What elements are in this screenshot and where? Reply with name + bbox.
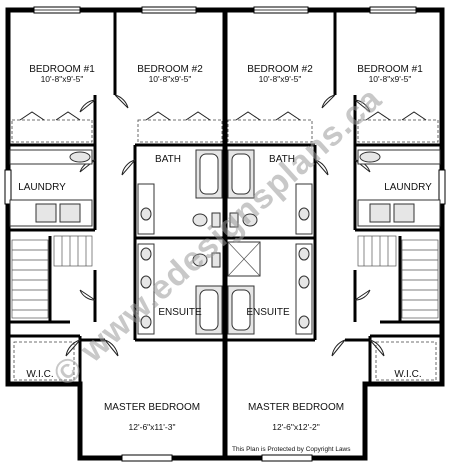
copyright-notice: This Plan is Protected by Copyright Laws xyxy=(232,446,351,453)
ensuite-left-name: ENSUITE xyxy=(158,307,202,318)
bath-left-name: BATH xyxy=(155,154,181,165)
ensuite-fixtures xyxy=(137,241,313,335)
stairs-left xyxy=(11,235,93,319)
bath-fixtures xyxy=(137,149,313,235)
master-left-name: MASTER BEDROOM xyxy=(104,402,200,413)
wic-left-name: W.I.C. xyxy=(26,369,53,380)
windows xyxy=(4,6,446,462)
interior-walls-left xyxy=(8,10,225,384)
laundry-fixtures xyxy=(9,149,441,227)
master-left-dims: 12'-6"x11'-3" xyxy=(129,422,176,432)
closets xyxy=(11,111,439,381)
wic-right-name: W.I.C. xyxy=(394,369,421,380)
room-labels-left: BEDROOM #1 10'-8"x9'-5" BEDROOM #2 10'-8… xyxy=(18,64,203,432)
bedroom-2-right-name: BEDROOM #2 xyxy=(247,64,313,75)
master-right-name: MASTER BEDROOM xyxy=(248,402,344,413)
bedroom-1-left-dims: 10'-8"x9'-5" xyxy=(41,74,84,84)
bedroom-1-right-name: BEDROOM #1 xyxy=(357,64,423,75)
bath-right-name: BATH xyxy=(269,154,295,165)
bedroom-2-left-dims: 10'-8"x9'-5" xyxy=(149,74,192,84)
bedroom-1-left-name: BEDROOM #1 xyxy=(29,64,95,75)
doors xyxy=(65,94,385,357)
master-right-dims: 12'-6"x12'-2" xyxy=(272,422,320,432)
room-labels-right: BEDROOM #2 10'-8"x9'-5" BEDROOM #1 10'-8… xyxy=(246,64,432,432)
bedroom-2-left-name: BEDROOM #2 xyxy=(137,64,203,75)
ensuite-right-name: ENSUITE xyxy=(246,307,290,318)
interior-walls-right xyxy=(225,10,442,384)
bedroom-1-right-dims: 10'-8"x9'-5" xyxy=(369,74,412,84)
stairs-right xyxy=(357,235,439,319)
bedroom-2-right-dims: 10'-8"x9'-5" xyxy=(259,74,302,84)
laundry-right-name: LAUNDRY xyxy=(384,182,432,193)
laundry-left-name: LAUNDRY xyxy=(18,182,66,193)
watermark: © www.edesignsplans.ca xyxy=(46,80,389,394)
